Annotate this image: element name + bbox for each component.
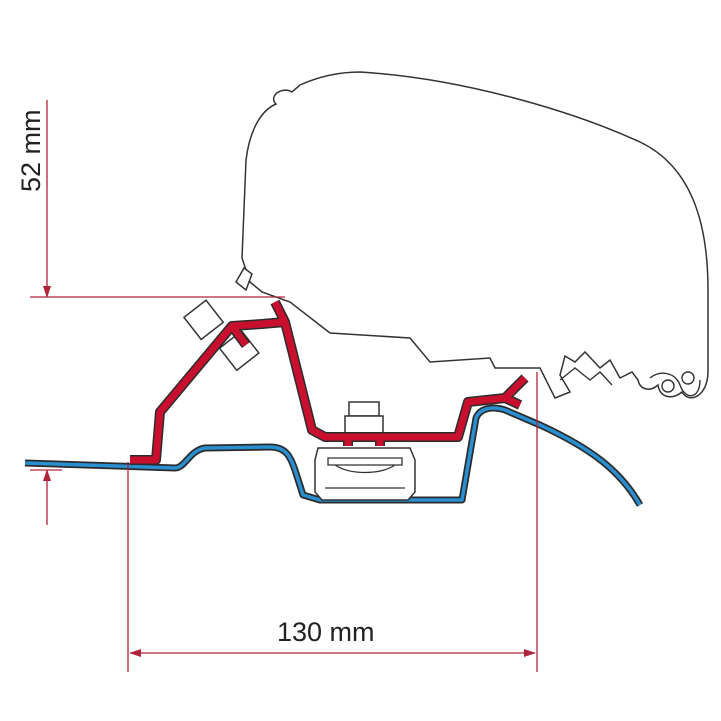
width-dimension: [127, 372, 538, 672]
end-cap-hole: [661, 379, 675, 393]
height-label: 52 mm: [16, 109, 46, 192]
height-dimension: [30, 100, 285, 525]
adapter-bracket: [130, 299, 529, 465]
bolt-upper: [182, 299, 225, 341]
roof-rail: [314, 401, 416, 501]
vehicle-roof-profile: [24, 404, 644, 507]
width-label: 130 mm: [277, 617, 375, 647]
end-cap-hole: [681, 371, 695, 385]
awning-housing-outline: [241, 71, 709, 399]
end-cap-detail: [559, 367, 701, 397]
awning-clip: [235, 266, 253, 292]
